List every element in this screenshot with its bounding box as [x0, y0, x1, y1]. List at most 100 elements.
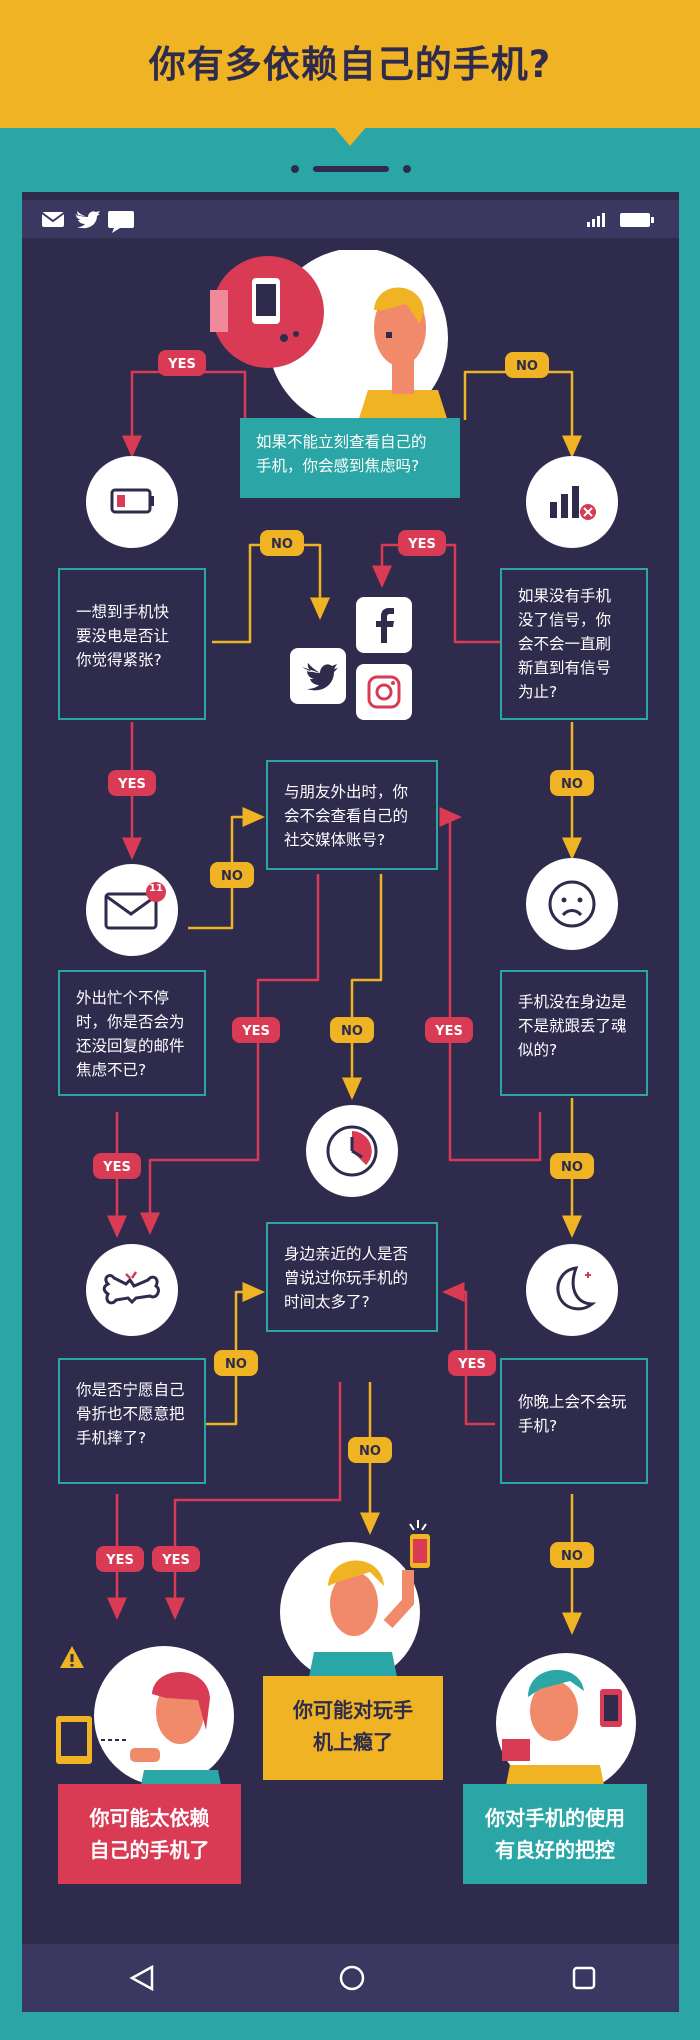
clock-icon: [306, 1105, 398, 1197]
question-8-line-2: 骨折也不愿意把: [76, 1405, 185, 1423]
twitter-social-icon: [290, 648, 346, 704]
question-5: 外出忙个不停 时，你是否会为 还没回复的邮件 焦虑不已?: [58, 970, 206, 1096]
twitter-icon: [74, 211, 100, 229]
svg-text:NO: NO: [225, 1357, 247, 1372]
earpiece-dot-left: [291, 165, 299, 173]
question-1-line-1: 如果不能立刻查看自己的: [256, 433, 427, 451]
svg-text:NO: NO: [271, 537, 293, 552]
label-yes-1: YES: [158, 350, 206, 376]
result-1-line-1: 你可能太依赖: [89, 1806, 210, 1830]
svg-text:NO: NO: [341, 1024, 363, 1039]
svg-text:NO: NO: [561, 1160, 583, 1175]
question-8-line-1: 你是否宁愿自己: [76, 1381, 185, 1399]
question-9-line-1: 你晚上会不会玩: [518, 1393, 627, 1411]
question-8-line-3: 手机摔了?: [76, 1429, 147, 1447]
instagram-icon: [356, 664, 412, 720]
edge-q4-yes: [140, 874, 320, 1235]
question-6-line-2: 不是就跟丢了魂: [518, 1017, 627, 1035]
recents-icon[interactable]: [572, 1966, 596, 1990]
edge-q4-no: [342, 874, 383, 1100]
label-yes-9: YES: [152, 1546, 200, 1572]
question-5-line-4: 焦虑不已?: [76, 1061, 147, 1079]
question-5-line-1: 外出忙个不停: [76, 989, 170, 1007]
svg-text:YES: YES: [105, 1553, 134, 1568]
result-3-line-2: 有良好的把控: [495, 1838, 615, 1862]
question-7-line-3: 时间太多了?: [284, 1293, 370, 1311]
label-no-5: NO: [330, 1017, 374, 1043]
svg-text:YES: YES: [407, 537, 436, 552]
question-9-line-2: 手机?: [518, 1417, 558, 1435]
navigation-bar: [22, 1944, 679, 2012]
label-no-4: NO: [210, 862, 254, 888]
moon-icon: [526, 1244, 618, 1336]
question-1: 如果不能立刻查看自己的 手机，你会感到焦虑吗?: [240, 418, 460, 498]
mail-icon: [41, 212, 65, 227]
question-6-line-1: 手机没在身边是: [518, 993, 627, 1011]
label-no-6: NO: [550, 1153, 594, 1179]
result-1-line-2: 自己的手机了: [89, 1838, 210, 1862]
question-6-line-3: 似的?: [518, 1041, 558, 1059]
label-yes-2: YES: [398, 530, 446, 556]
sad-face-icon: [526, 858, 618, 950]
edge-q6-yes: [439, 807, 542, 1162]
question-2-line-2: 要没电是否让: [76, 627, 170, 645]
svg-text:YES: YES: [102, 1160, 131, 1175]
svg-text:NO: NO: [561, 777, 583, 792]
svg-text:NO: NO: [516, 359, 538, 374]
edge-q2-no: [212, 543, 330, 644]
question-2-line-1: 一想到手机快: [76, 603, 170, 621]
question-4-line-2: 会不会查看自己的: [284, 807, 409, 825]
label-no-3: NO: [550, 770, 594, 796]
label-no-1: NO: [505, 352, 549, 378]
question-1-line-2: 手机，你会感到焦虑吗?: [256, 457, 420, 475]
question-4-line-1: 与朋友外出时，你: [284, 783, 409, 801]
label-yes-7: YES: [448, 1350, 496, 1376]
earpiece-bar: [313, 166, 389, 172]
facebook-icon: [356, 597, 412, 653]
result-2-line-2: 机上瘾了: [313, 1730, 393, 1754]
question-9: 你晚上会不会玩 手机?: [500, 1358, 648, 1484]
balanced-person-illustration: [496, 1653, 636, 1795]
banner-notch: [333, 126, 367, 146]
label-yes-4: YES: [232, 1017, 280, 1043]
question-3-line-4: 新直到有信号: [518, 659, 612, 677]
question-3: 如果没有手机 没了信号，你 会不会一直刷 新直到有信号 为止?: [500, 568, 648, 720]
question-4-line-3: 社交媒体账号?: [284, 831, 386, 849]
status-bar: [22, 200, 679, 238]
home-icon[interactable]: [339, 1965, 365, 1991]
title-banner: [0, 0, 700, 128]
question-3-line-1: 如果没有手机: [518, 587, 612, 605]
label-yes-5: YES: [425, 1017, 473, 1043]
label-no-2: NO: [260, 530, 304, 556]
question-5-line-3: 还没回复的邮件: [76, 1037, 185, 1055]
result-good-control: 你对手机的使用 有良好的把控: [463, 1784, 647, 1884]
result-addicted: 你可能对玩手 机上瘾了: [263, 1676, 443, 1780]
svg-text:NO: NO: [221, 869, 243, 884]
result-2-line-1: 你可能对玩手: [293, 1698, 413, 1722]
question-2: 一想到手机快 要没电是否让 你觉得紧张?: [58, 568, 206, 720]
svg-text:NO: NO: [561, 1549, 583, 1564]
question-3-line-3: 会不会一直刷: [518, 635, 612, 653]
svg-text:YES: YES: [117, 777, 146, 792]
question-4: 与朋友外出时，你 会不会查看自己的 社交媒体账号?: [266, 760, 438, 870]
broken-bone-icon: [86, 1244, 178, 1336]
envelope-icon: 11: [86, 864, 178, 956]
result-too-dependent: 你可能太依赖 自己的手机了: [58, 1784, 241, 1884]
addicted-person-illustration: [280, 1520, 430, 1682]
question-7-line-1: 身边亲近的人是否: [284, 1245, 409, 1263]
back-icon[interactable]: [129, 1964, 154, 1992]
svg-text:YES: YES: [457, 1357, 486, 1372]
svg-text:YES: YES: [241, 1024, 270, 1039]
edge-q1-no: [463, 370, 582, 458]
svg-text:YES: YES: [434, 1024, 463, 1039]
question-6: 手机没在身边是 不是就跟丢了魂 似的?: [500, 970, 648, 1096]
battery-low-icon: [86, 456, 178, 548]
signal-icon: [587, 213, 605, 227]
result-3-line-1: 你对手机的使用: [485, 1806, 625, 1830]
svg-text:NO: NO: [359, 1444, 381, 1459]
question-3-line-2: 没了信号，你: [518, 611, 612, 629]
earpiece-dot-right: [403, 165, 411, 173]
label-yes-3: YES: [108, 770, 156, 796]
